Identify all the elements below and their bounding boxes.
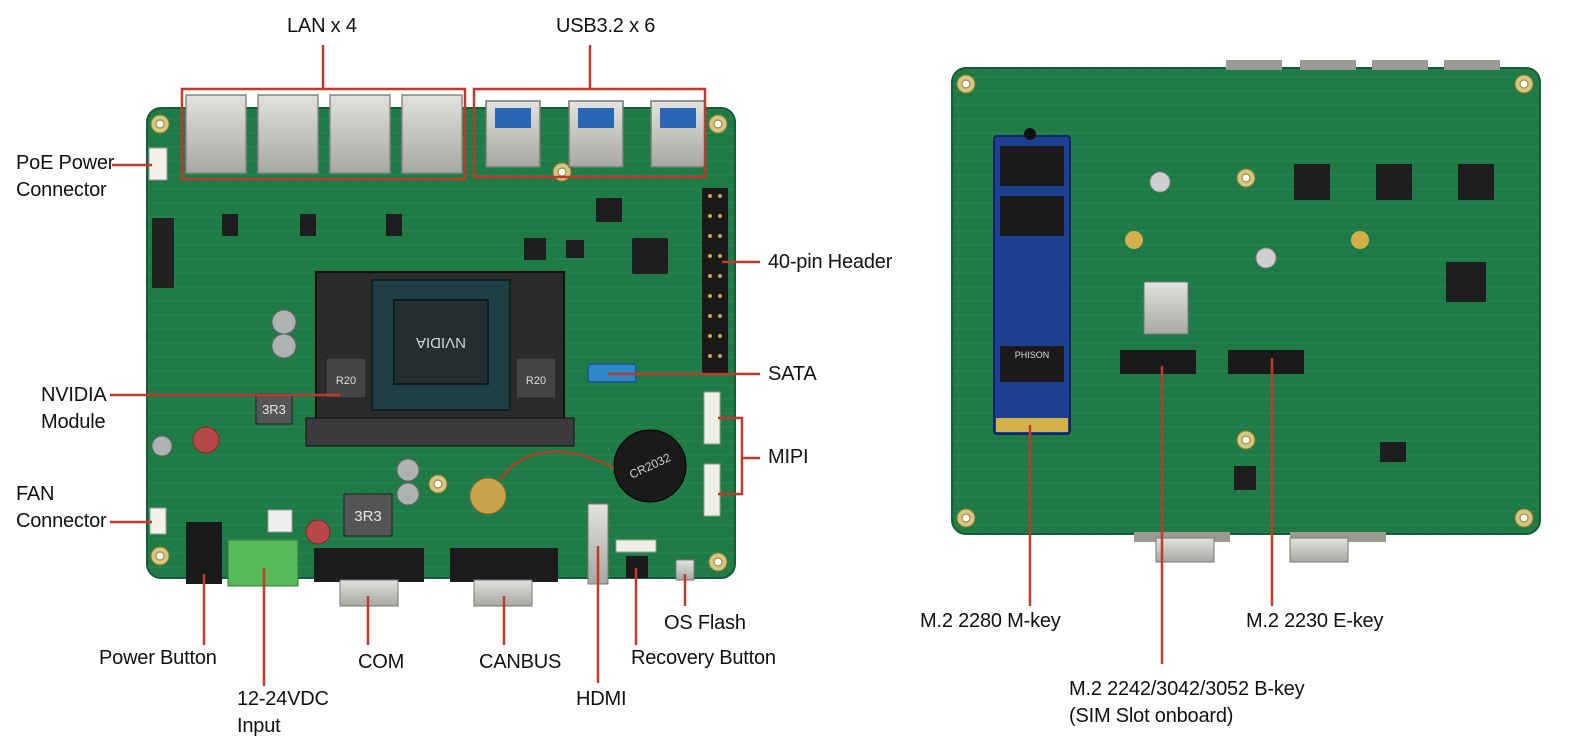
small-connector [615,539,657,553]
label-bkey-line-2: (SIM Slot onboard) [1069,705,1234,727]
back-callouts [1028,358,1274,664]
label-dc-input: 12-24VDC Input [237,686,329,740]
label-dc-line-1: 12-24VDC [237,688,329,710]
back-chips [1234,164,1494,490]
m2-bkey-slot [1120,350,1196,374]
m2-ekey-slot [1228,350,1304,374]
ssd-module: PHISON [993,128,1071,435]
label-canbus: CANBUS [479,651,562,673]
label-nvidia-line-1: NVIDIA [41,384,107,406]
nvidia-module: NVIDIA R20 R20 [305,271,575,447]
inductor-upper [255,393,293,425]
inductor-lower [343,493,393,537]
gpio-header-40pin [702,188,728,374]
label-os-flash: OS Flash [664,612,746,634]
label-mipi: MIPI [768,446,809,468]
pad-2 [1351,231,1369,249]
label-recovery-button: Recovery Button [631,647,776,669]
front-mounting-holes [150,114,728,572]
label-m2-bkey: M.2 2242/3042/3052 B-key (SIM Slot onboa… [1069,676,1305,730]
label-usb: USB3.2 x 6 [556,15,656,37]
label-dc-line-2: Input [237,715,281,737]
back-board: PHISON [951,60,1541,563]
label-sata: SATA [768,363,817,385]
canbus-port [450,548,558,607]
module-brand-text: NVIDIA [416,334,466,351]
label-nvidia-module: NVIDIA Module [41,382,107,436]
label-power-button: Power Button [99,647,217,669]
choke-right-text: R20 [526,375,546,387]
label-40pin-header: 40-pin Header [768,251,893,273]
label-poe-power-connector: PoE Power Connector [16,150,114,204]
dc-terminal-white [267,509,293,533]
lan-ports [185,94,463,174]
recovery-button-part [626,556,648,578]
label-fan-line-1: FAN [16,483,55,505]
sim-slot [1143,281,1189,335]
capacitors [151,309,420,545]
inductor-lower-text: 3R3 [354,508,382,525]
coin-battery: CR2032 [469,429,687,515]
label-poe-line-1: PoE Power [16,152,115,174]
label-m2-mkey: M.2 2280 M-key [920,610,1061,632]
label-fan-connector: FAN Connector [16,481,107,535]
mipi-connector-2 [703,463,721,517]
label-poe-line-2: Connector [16,179,107,201]
left-pin-header [152,218,174,288]
fan-connector [149,507,167,535]
label-m2-ekey: M.2 2230 E-key [1246,610,1384,632]
label-lan: LAN x 4 [287,15,357,37]
label-bkey-line-1: M.2 2242/3042/3052 B-key [1069,678,1305,700]
label-nvidia-line-2: Module [41,411,106,433]
standoff-2 [1255,247,1277,269]
com-port [314,548,424,607]
label-hdmi: HDMI [576,688,627,710]
inductor-upper-text: 3R3 [262,402,286,417]
back-mounting-holes [956,74,1534,528]
label-com: COM [358,651,405,673]
choke-left-text: R20 [336,375,356,387]
back-db9-left [1155,537,1215,563]
front-callouts [110,45,760,686]
mipi-connector-1 [703,391,721,445]
front-board: NVIDIA R20 R20 3R3 3R3 CR2032 [146,94,736,607]
label-fan-line-2: Connector [16,510,107,532]
standoff-1 [1149,171,1171,193]
pad-1 [1125,231,1143,249]
power-button-part [186,522,222,584]
ssd-brand-text: PHISON [1015,350,1050,360]
usb-ports [485,100,706,168]
back-db9-right [1289,537,1349,563]
